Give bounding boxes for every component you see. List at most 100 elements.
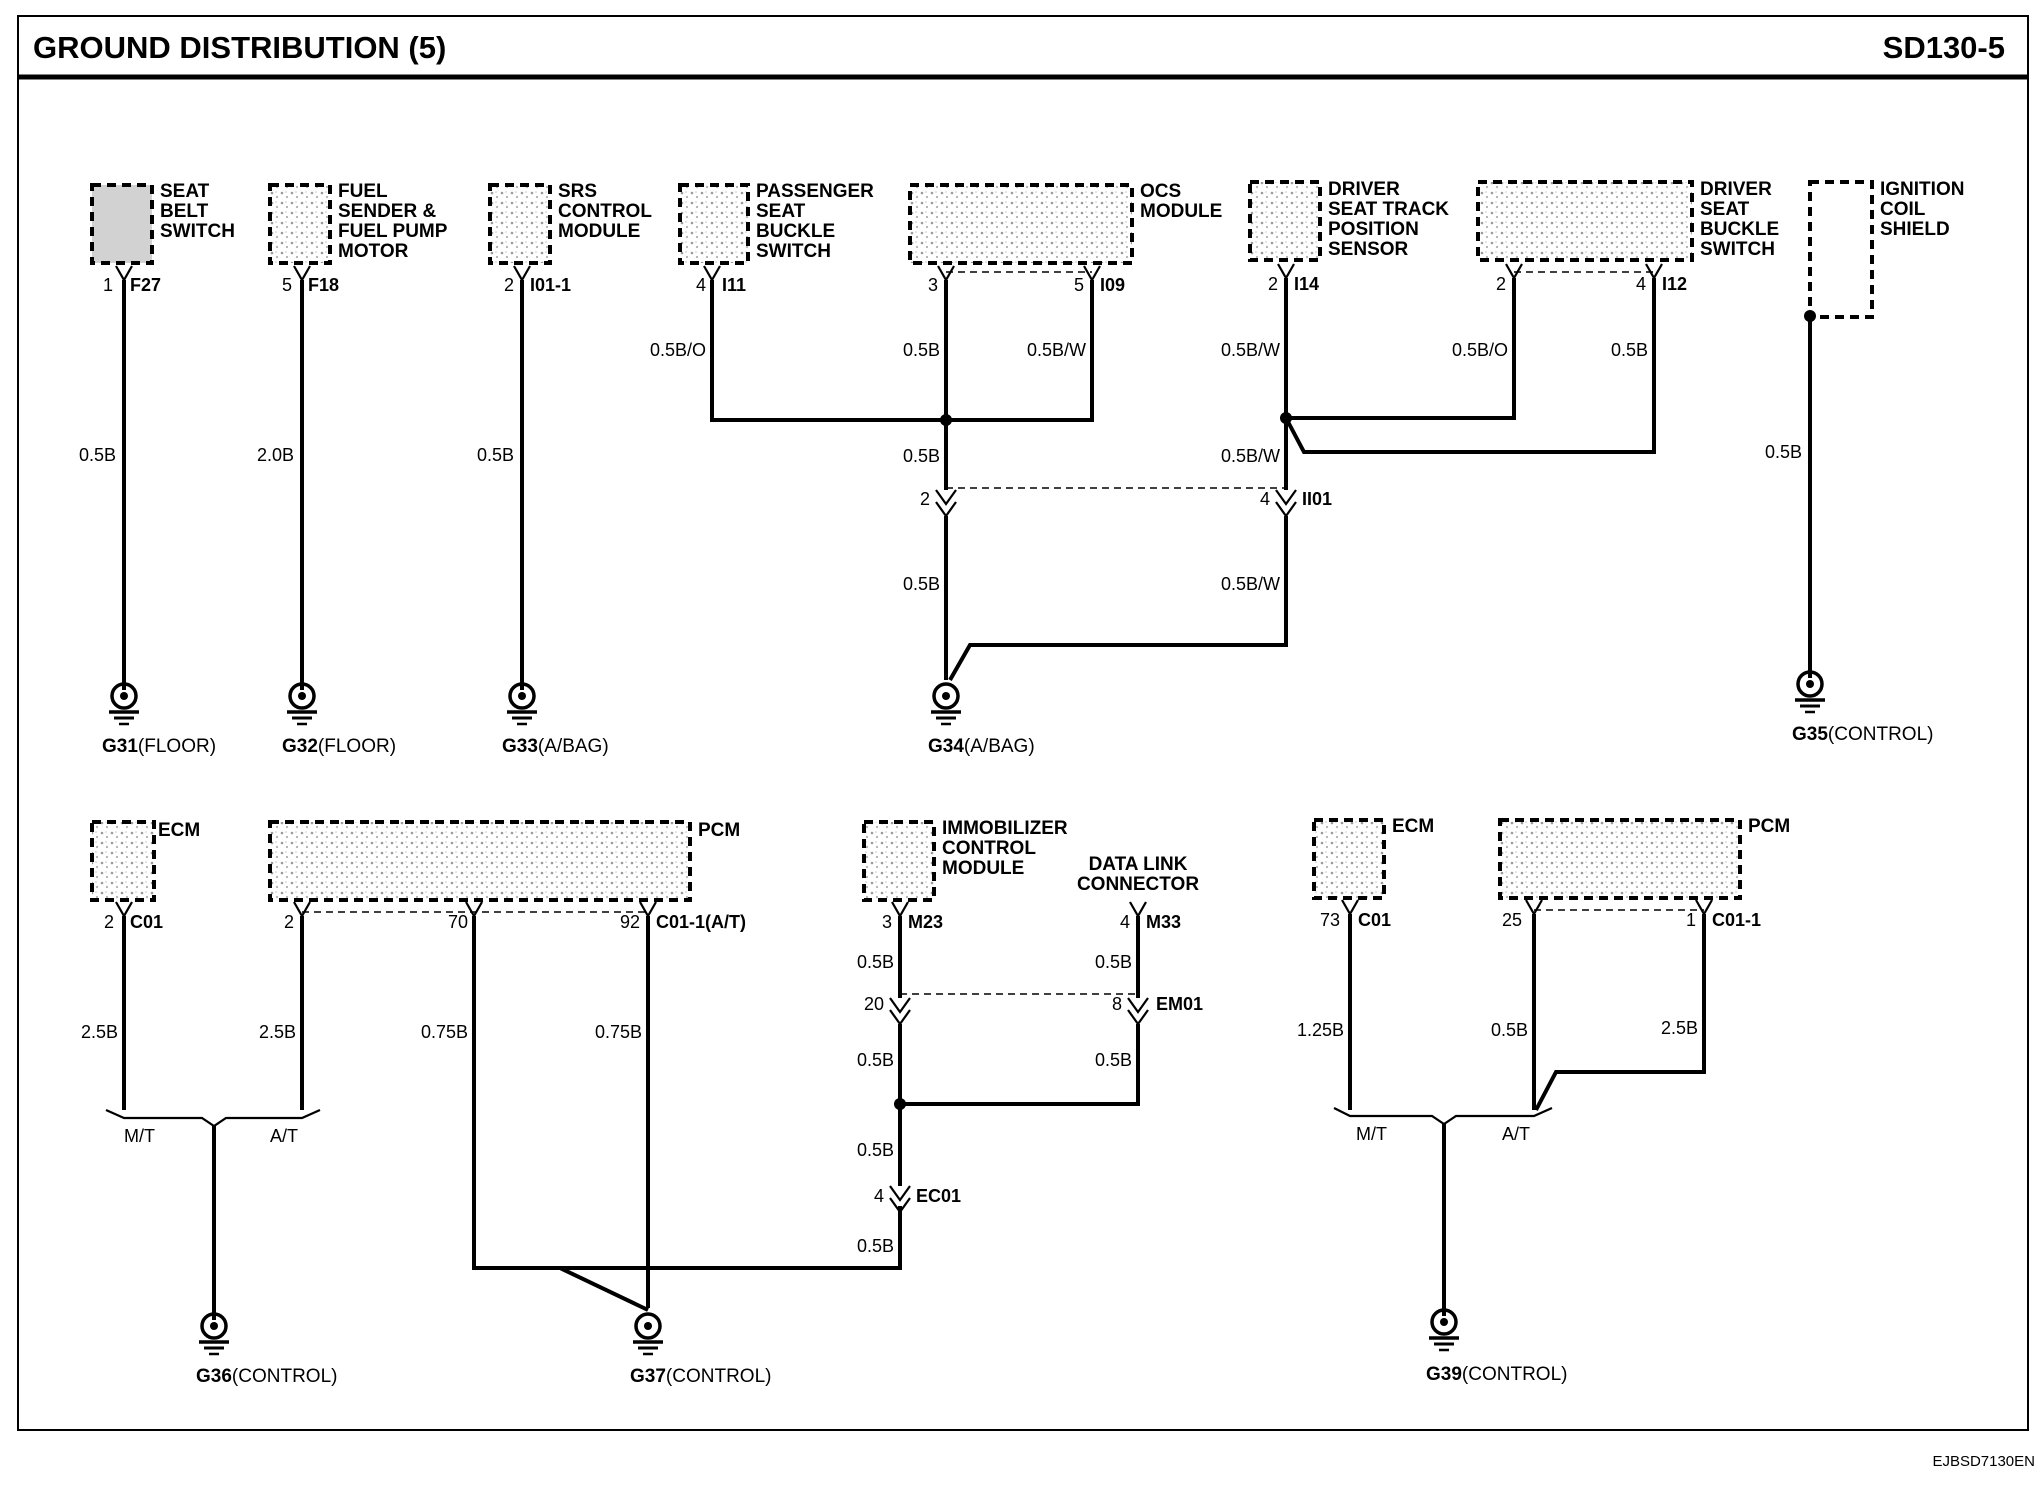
branch-mt-left: M/T: [124, 1126, 155, 1146]
wire-label: 0.5B: [903, 574, 940, 594]
connector-i12: I12: [1662, 274, 1687, 294]
wiring-airbag-group: [710, 278, 1656, 681]
wire-label: 1.25B: [1297, 1020, 1344, 1040]
wire-label: 0.5B/O: [1452, 340, 1508, 360]
page-title: GROUND DISTRIBUTION (5): [33, 30, 446, 65]
svg-text:PCM: PCM: [698, 820, 740, 841]
svg-text:ECM: ECM: [1392, 816, 1434, 837]
pin-m33: 4: [1120, 912, 1130, 932]
pin-i12-2: 2: [1496, 274, 1506, 294]
pin-c01-1-at-70: 70: [448, 912, 468, 932]
pin-em01-8: 8: [1112, 994, 1122, 1014]
pin-i12-4: 4: [1636, 274, 1646, 294]
wire-label: 0.5B: [857, 1140, 894, 1160]
ground-g37: G37(CONTROL): [630, 1366, 771, 1387]
wire-label: 0.5B/W: [1221, 446, 1280, 466]
wire-label: 2.5B: [1661, 1018, 1698, 1038]
wire-label: 0.5B: [1491, 1020, 1528, 1040]
connector-c01-right: C01: [1358, 910, 1391, 930]
pcm-right: PCM: [1498, 816, 1790, 900]
pcm-left: PCM: [268, 820, 740, 902]
pin-i11: 4: [696, 275, 706, 295]
pin-i09-3: 3: [928, 275, 938, 295]
pin-c01-1-1: 1: [1686, 910, 1696, 930]
wiring-g37: [472, 916, 1149, 1312]
connector-f27: F27: [130, 275, 161, 295]
pin-ii01-2: 2: [920, 489, 930, 509]
ecm-right: ECM: [1312, 816, 1434, 900]
pin-c01-left: 2: [104, 912, 114, 932]
wire-label: 0.75B: [595, 1022, 642, 1042]
connector-c01-left: C01: [130, 912, 163, 932]
wire-label: 2.0B: [257, 445, 294, 465]
pin-i14: 2: [1268, 274, 1278, 294]
wire-label: 0.5B: [903, 446, 940, 466]
wire-label: 0.5B: [857, 952, 894, 972]
connector-i11: I11: [722, 275, 746, 295]
ground-g32: G32(FLOOR): [282, 736, 396, 757]
wire-label: 0.75B: [421, 1022, 468, 1042]
pin-ii01-4: 4: [1260, 489, 1270, 509]
branch-at-left: A/T: [270, 1126, 298, 1146]
page-frame: [17, 15, 2029, 1431]
connector-ec01: EC01: [916, 1186, 961, 1206]
pin-m23: 3: [882, 912, 892, 932]
connector-i09: I09: [1100, 275, 1125, 295]
svg-text:PCM: PCM: [1748, 816, 1790, 837]
pin-ec01: 4: [874, 1186, 884, 1206]
wire-label: 0.5B: [1765, 442, 1802, 462]
wire-label: 0.5B: [1611, 340, 1648, 360]
connector-i01-1: I01-1: [530, 275, 571, 295]
wire-label: 0.5B/O: [650, 340, 706, 360]
wire-label: 0.5B/W: [1221, 340, 1280, 360]
pin-c01-1-at-2: 2: [284, 912, 294, 932]
wire-label: 0.5B/W: [1221, 574, 1280, 594]
wire-label: 2.5B: [81, 1022, 118, 1042]
wire-label: 0.5B: [79, 445, 116, 465]
wire-label: 0.5B/W: [1027, 340, 1086, 360]
ground-g33: G33(A/BAG): [502, 736, 609, 757]
pin-em01-20: 20: [864, 994, 884, 1014]
ground-g39: G39(CONTROL): [1426, 1364, 1567, 1385]
connector-m33: M33: [1146, 912, 1181, 932]
footer-code: EJBSD7130EN: [1932, 1453, 2035, 1470]
ground-g35: G35(CONTROL): [1792, 724, 1933, 745]
ground-symbol-g34: [929, 682, 963, 726]
ground-g34: G34(A/BAG): [928, 736, 1035, 757]
wiring-g36: [105, 916, 321, 1320]
connector-em01: EM01: [1156, 994, 1203, 1014]
ecm-left: ECM: [90, 820, 200, 902]
pin-f18: 5: [282, 275, 292, 295]
wire-label: 0.5B: [1095, 1050, 1132, 1070]
connector-f18: F18: [308, 275, 339, 295]
pin-c01-right: 73: [1320, 910, 1340, 930]
wire-label: 0.5B: [857, 1050, 894, 1070]
pin-c01-1-25: 25: [1502, 910, 1522, 930]
wire-label: 0.5B: [903, 340, 940, 360]
branch-at-right: A/T: [1502, 1124, 1530, 1144]
pin-f27: 1: [103, 275, 113, 295]
ground-symbol-g37: [631, 1312, 665, 1356]
connector-c01-1-right: C01-1: [1712, 910, 1761, 930]
pin-i09-5: 5: [1074, 275, 1084, 295]
page-code: SD130-5: [1883, 30, 2005, 65]
